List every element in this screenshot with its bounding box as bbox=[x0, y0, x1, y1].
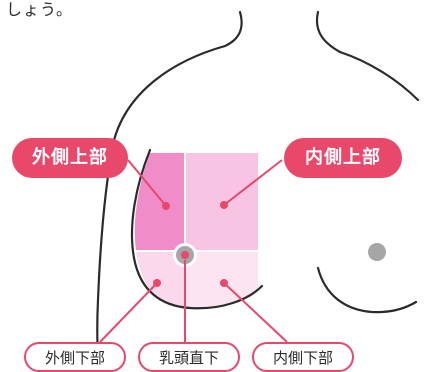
quadrant-upper-inner bbox=[186, 153, 258, 250]
neck-left-line bbox=[223, 10, 243, 48]
shoulder-right-line bbox=[338, 50, 420, 102]
shoulder-left-line bbox=[112, 44, 227, 142]
body-left-line bbox=[96, 138, 116, 364]
intro-text: しょう。 bbox=[6, 0, 74, 19]
leader-upper-outer bbox=[127, 159, 167, 207]
label-lower-outer: 外側下部 bbox=[24, 342, 126, 372]
quadrant-lower-outer bbox=[136, 252, 184, 308]
label-upper-inner: 内側上部 bbox=[284, 138, 402, 178]
leader-lower-outer bbox=[99, 282, 158, 343]
label-lower-inner: 内側下部 bbox=[252, 342, 354, 372]
neck-right-line bbox=[315, 10, 342, 54]
right-nipple bbox=[368, 243, 386, 261]
leader-lower-inner bbox=[223, 282, 288, 343]
breast-outline bbox=[130, 148, 264, 310]
label-nipple: 乳頭直下 bbox=[138, 342, 240, 372]
right-breast-outline bbox=[316, 266, 418, 314]
label-upper-outer: 外側上部 bbox=[12, 138, 128, 178]
quadrant-upper-outer bbox=[134, 153, 184, 250]
leader-upper-inner bbox=[223, 159, 283, 206]
nipple-dot bbox=[181, 251, 189, 259]
